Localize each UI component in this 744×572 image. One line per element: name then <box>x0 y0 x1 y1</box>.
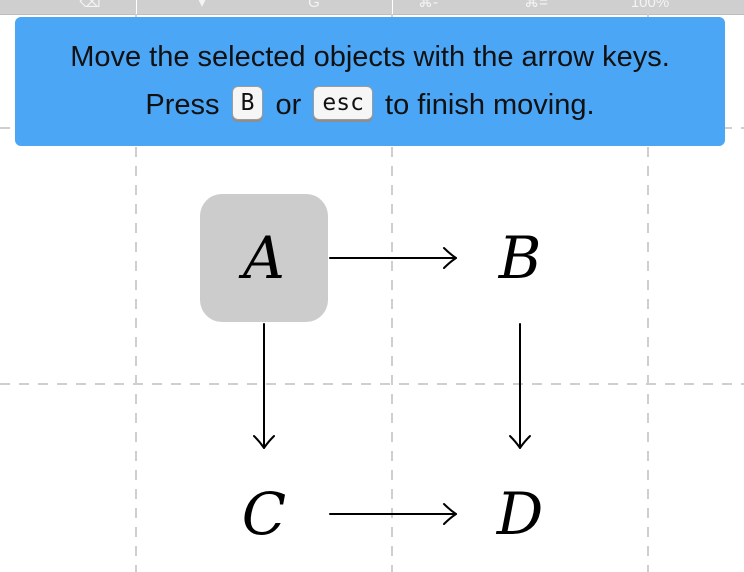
zoom-out-button[interactable]: ⌘- <box>418 0 438 11</box>
node-c[interactable]: C <box>241 480 287 548</box>
toolbar: ⌫ ▾ G ⌘- ⌘= 100% <box>0 0 744 15</box>
banner-line-2: Press B or esc to finish moving. <box>15 86 725 123</box>
instruction-banner: Move the selected objects with the arrow… <box>15 17 725 146</box>
delete-icon[interactable]: ⌫ <box>79 0 101 11</box>
key-esc-badge: esc <box>313 86 373 121</box>
node-b[interactable]: B <box>498 224 542 292</box>
or-label: or <box>275 89 302 121</box>
toolbar-divider <box>136 0 137 14</box>
arrow-a-to-c[interactable] <box>253 323 275 449</box>
node-a[interactable]: A <box>243 224 285 292</box>
node-d[interactable]: D <box>496 480 544 548</box>
finish-label: to finish moving. <box>385 89 595 121</box>
zoom-in-button[interactable]: ⌘= <box>524 0 548 11</box>
arrow-b-to-d[interactable] <box>509 323 531 449</box>
arrow-c-to-d[interactable] <box>329 503 457 525</box>
group-button[interactable]: G <box>308 0 320 11</box>
dropdown-chevron-icon[interactable]: ▾ <box>198 0 206 11</box>
toolbar-divider <box>392 0 393 14</box>
selection-highlight <box>200 194 328 322</box>
press-label: Press <box>145 89 220 121</box>
key-b-badge: B <box>231 86 264 121</box>
zoom-level[interactable]: 100% <box>630 0 670 11</box>
banner-line-1: Move the selected objects with the arrow… <box>70 41 670 73</box>
arrow-a-to-b[interactable] <box>329 247 457 269</box>
